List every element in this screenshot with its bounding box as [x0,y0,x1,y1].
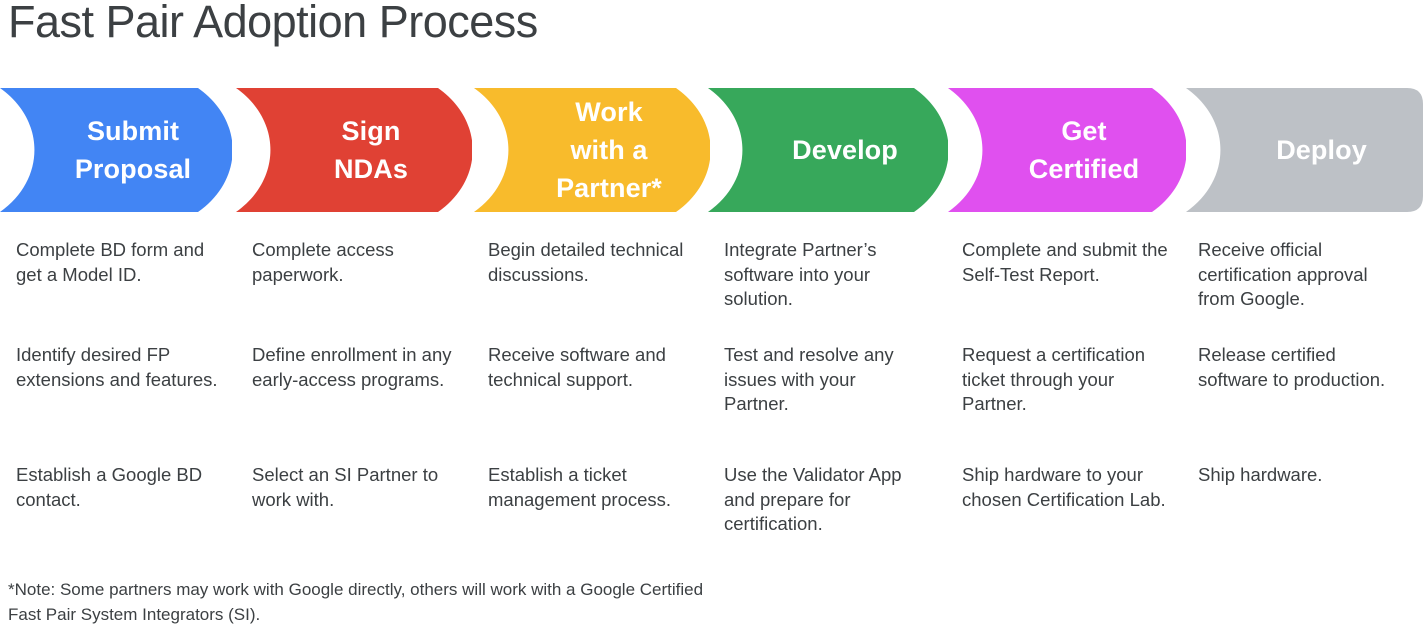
detail-item: Ship hardware to your chosen Certificati… [962,464,1166,510]
process-step-get-certified[interactable]: Get Certified [948,88,1186,212]
detail-item: Receive software and technical support. [488,344,666,390]
footnote-note: *Note: Some partners may work with Googl… [8,580,704,624]
detail-column: Complete BD form and get a Model ID. Iden… [16,238,231,558]
detail-item: Ship hardware. [1198,464,1323,485]
process-detail-columns: Complete BD form and get a Model ID. Iden… [0,238,1423,558]
detail-column: Complete access paperwork. Define enrollm… [252,238,457,558]
detail-item: Release certified software to production… [1198,344,1386,390]
process-step-deploy[interactable]: Deploy [1186,88,1423,212]
chevron-shape-deploy [1186,88,1423,212]
detail-item: Complete BD form and get a Model ID. [16,239,205,285]
detail-item: Test and resolve any issues with your Pa… [724,344,894,415]
chevron-label-deploy: Deploy [1276,134,1367,165]
chevron-shape-develop [708,88,948,212]
chevron-shape-work-with-a-partner [474,88,710,212]
detail-item: Integrate Partner’s software into your s… [724,239,877,310]
chevron-label-get-certified: Get Certified [1028,115,1140,184]
process-step-develop[interactable]: Develop [708,88,948,212]
detail-item: Complete access paperwork. [252,239,394,285]
detail-item: Define enrollment in any early-access pr… [252,344,452,390]
detail-item: Complete and submit the Self-Test Report… [962,239,1168,285]
detail-item: Receive official certification approval … [1198,239,1368,310]
detail-column: Receive official certification approval … [1198,238,1403,558]
detail-item: Establish a ticket management process. [488,464,672,510]
detail-item: Use the Validator App and prepare for ce… [724,464,902,535]
detail-item: Select an SI Partner to work with. [252,464,439,510]
chevron-shape-submit-proposal [0,88,232,212]
detail-item: Identify desired FP extensions and featu… [16,344,218,390]
chevron-label-develop: Develop [792,134,898,165]
chevron-label-submit-proposal: Submit Proposal [74,115,192,184]
chevron-label-sign-ndas: Sign NDAs [334,115,408,184]
process-banner: Submit Proposal Sign NDAs Work with a Part… [0,88,1423,212]
page-title: Fast Pair Adoption Process [8,0,538,47]
process-step-work-with-a-partner[interactable]: Work with a Partner* [474,88,710,212]
process-step-sign-ndas[interactable]: Sign NDAs [236,88,472,212]
process-step-submit-proposal[interactable]: Submit Proposal [0,88,232,212]
detail-column: Complete and submit the Self-Test Report… [962,238,1174,558]
chevron-shape-sign-ndas [236,88,472,212]
detail-item: Request a certification ticket through y… [962,344,1146,415]
detail-item: Begin detailed technical discussions. [488,239,684,285]
detail-column: Integrate Partner’s software into your s… [724,238,924,558]
chevron-label-work-with-a-partner: Work with a Partner* [556,96,662,204]
detail-item: Establish a Google BD contact. [16,464,203,510]
detail-column: Begin detailed technical discussions. Rec… [488,238,698,558]
chevron-shape-get-certified [948,88,1186,212]
